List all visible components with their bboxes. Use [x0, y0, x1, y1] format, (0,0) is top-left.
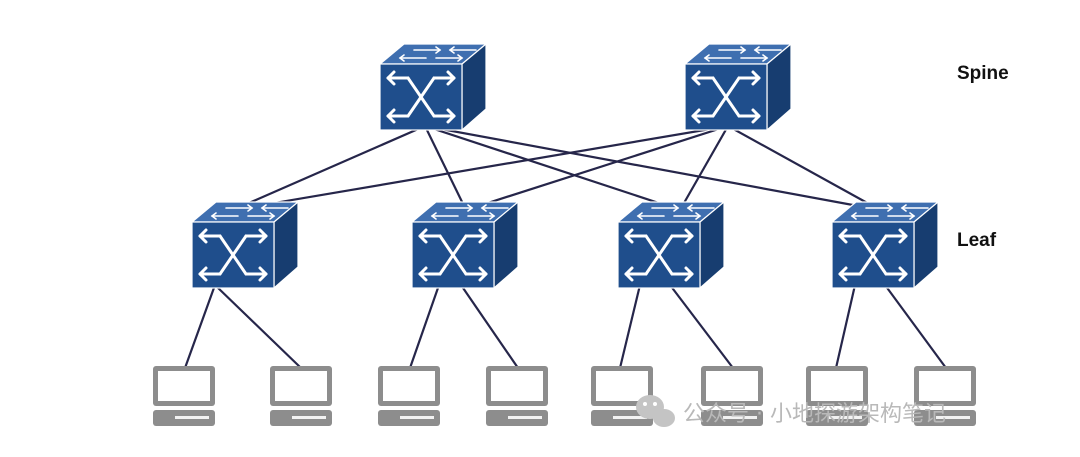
spine-leaf-links [232, 124, 881, 212]
host-computer-3 [378, 366, 440, 426]
spine-switch-1 [378, 42, 488, 132]
leaf-switch-3 [616, 200, 726, 290]
link-leaf4-host2 [884, 284, 947, 369]
link-leaf3-host2 [669, 284, 734, 369]
watermark: 公众号 · 小地探游架构笔记 [636, 395, 946, 427]
link-leaf2-host2 [460, 284, 519, 369]
spine-label: Spine [957, 63, 1009, 84]
host-computer-1 [153, 366, 215, 426]
link-spine2-leaf4 [727, 125, 881, 211]
link-leaf3-host1 [618, 284, 642, 369]
leaf-host-links [183, 284, 947, 369]
leaf-label: Leaf [957, 230, 997, 251]
link-leaf1-host1 [183, 284, 217, 369]
link-spine2-leaf1 [232, 124, 729, 212]
watermark-text: 公众号 · 小地探游架构笔记 [683, 402, 946, 427]
link-spine1-leaf2 [424, 125, 467, 211]
host-computer-2 [270, 366, 332, 426]
host-computer-4 [486, 366, 548, 426]
link-spine1-leaf4 [424, 124, 881, 212]
link-spine1-leaf1 [232, 124, 426, 212]
leaf-switch-4 [830, 200, 940, 290]
link-leaf1-host2 [214, 284, 302, 369]
leaf-switch-2 [410, 200, 520, 290]
leaf-switch-1 [190, 200, 300, 290]
link-spine2-leaf3 [679, 125, 729, 211]
link-spine1-leaf3 [424, 124, 681, 212]
wechat-icon [636, 395, 675, 427]
link-leaf4-host1 [834, 284, 857, 369]
link-spine2-leaf2 [465, 124, 729, 212]
link-leaf2-host1 [408, 284, 441, 369]
spine-switch-2 [683, 42, 793, 132]
